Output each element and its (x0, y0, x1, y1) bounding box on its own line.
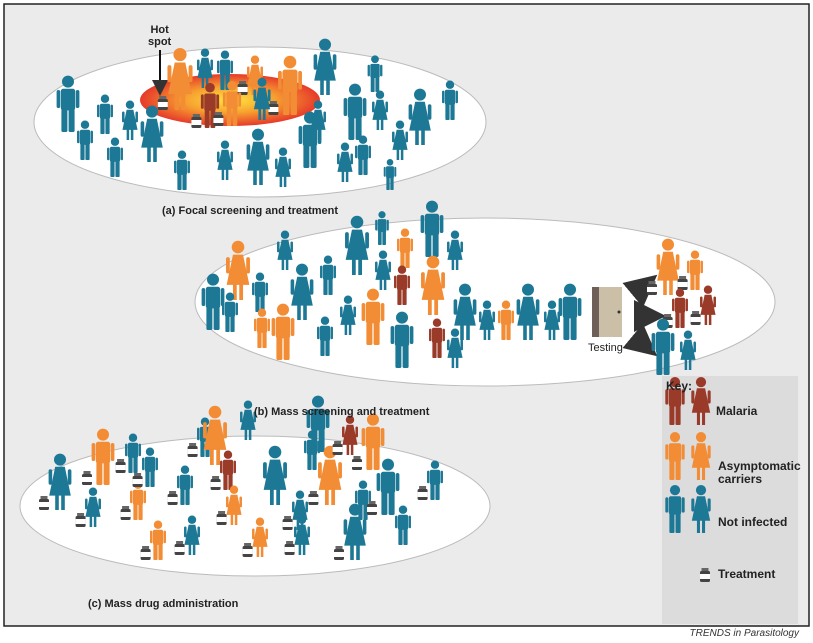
panel-a-title: (a) Focal screening and treatment (162, 205, 339, 217)
hot-spot-label-line1: Hot (150, 24, 169, 36)
medicine-bottle-icon (367, 501, 377, 515)
medicine-bottle-icon (157, 96, 168, 110)
key-title: Key: (666, 379, 693, 393)
hot-spot-label: Hot spot (148, 24, 171, 48)
medicine-bottle-icon (39, 496, 49, 510)
medicine-bottle-icon (187, 443, 198, 457)
testing-door-icon (592, 287, 622, 337)
journal-credit: TRENDS in Parasitology (689, 626, 799, 639)
hot-spot-label-line2: spot (148, 36, 172, 48)
medicine-bottle-icon (334, 546, 344, 560)
medicine-bottle-icon (115, 459, 126, 473)
medicine-bottle-icon (191, 114, 202, 128)
medicine-bottle-icon (352, 456, 362, 470)
medicine-bottle-icon (647, 281, 657, 295)
medicine-bottle-icon (268, 101, 279, 115)
medicine-bottle-icon (690, 311, 701, 325)
medicine-bottle-icon (216, 511, 227, 525)
key-asymptomatic-line2: carriers (718, 472, 763, 486)
key-asymptomatic-line1: Asymptomatic (718, 459, 801, 473)
medicine-bottle-icon (242, 543, 253, 557)
medicine-bottle-icon (677, 276, 688, 290)
medicine-bottle-icon (210, 476, 221, 490)
panel-c-title: (c) Mass drug administration (88, 598, 239, 610)
medicine-bottle-icon (417, 486, 428, 500)
testing-label: Testing (588, 342, 623, 354)
key-asymptomatic-label: Asymptomatic carriers (718, 460, 801, 486)
medicine-bottle-icon (213, 112, 224, 126)
medicine-bottle-icon (282, 516, 293, 530)
medicine-bottle-icon (75, 513, 86, 527)
medicine-bottle-icon (174, 541, 185, 555)
medicine-bottle-icon (132, 473, 143, 487)
medicine-bottle-icon (140, 546, 151, 560)
testing-arrows (622, 274, 666, 357)
key-treatment-label: Treatment (718, 567, 776, 581)
medicine-bottle-icon (332, 441, 343, 455)
arrow-to-asymptomatic (622, 274, 658, 308)
key-malaria-label: Malaria (716, 404, 758, 418)
medicine-bottle-icon (308, 491, 319, 505)
medicine-bottle-icon (284, 541, 295, 555)
panel-b-title: (b) Mass screening and treatment (254, 406, 430, 418)
arrow-to-not-infected (622, 323, 658, 357)
medicine-bottle-icon (82, 471, 92, 485)
medicine-bottle-icon (167, 491, 178, 505)
key-not-infected-label: Not infected (718, 515, 788, 529)
key-medicine-bottle-icon (700, 568, 710, 582)
